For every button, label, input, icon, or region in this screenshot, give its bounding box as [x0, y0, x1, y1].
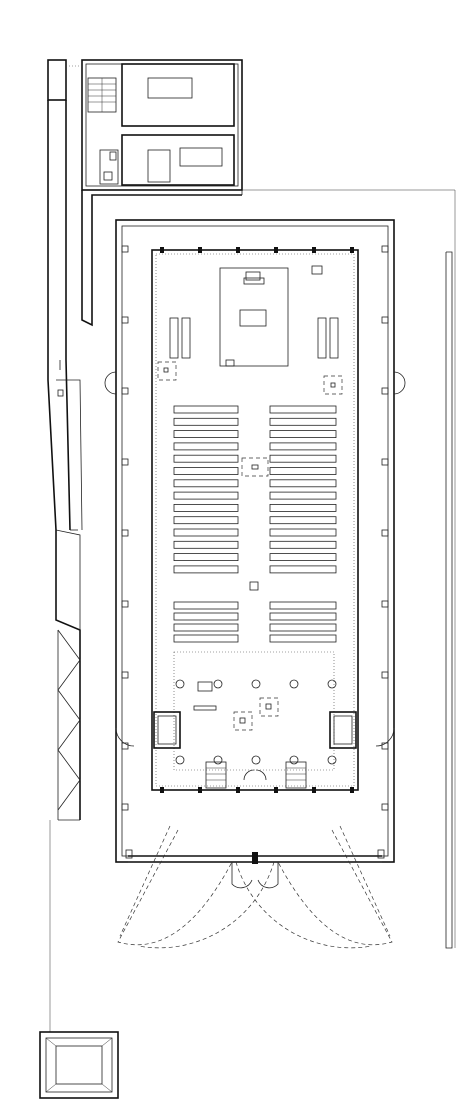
- annex-stair: [87, 77, 117, 113]
- column-upper: [327, 679, 337, 689]
- pew-right: [269, 540, 337, 549]
- pew-right: [269, 516, 337, 525]
- pew-left: [173, 417, 239, 426]
- column-lower: [213, 755, 223, 765]
- pilaster-left: [121, 458, 129, 466]
- pew-right: [269, 503, 337, 512]
- pilaster-right: [381, 387, 389, 395]
- aisle-fixtures: [241, 457, 269, 591]
- pew-left: [173, 491, 239, 500]
- annex-table-upper: [147, 77, 193, 99]
- pilaster-left: [121, 316, 129, 324]
- pilaster-right: [381, 671, 389, 679]
- altar-platform: [219, 267, 289, 367]
- pilaster-left: [121, 245, 129, 253]
- pew-left: [173, 442, 239, 451]
- pew-left: [173, 454, 239, 463]
- pew-rear-right: [269, 612, 337, 621]
- bottom-post: [160, 787, 164, 793]
- pilaster-left: [121, 600, 129, 608]
- pew-rear-left: [173, 623, 239, 632]
- column-upper: [175, 679, 185, 689]
- pew-right: [269, 491, 337, 500]
- pew-right: [269, 528, 337, 537]
- pew-left: [173, 540, 239, 549]
- pew-rear-left: [173, 601, 239, 610]
- pew-right: [269, 553, 337, 561]
- bottom-post: [312, 787, 316, 793]
- kiosk-tower: [39, 1031, 119, 1099]
- entrance-doors: [117, 825, 393, 949]
- top-post: [236, 247, 240, 253]
- pilaster-right: [381, 458, 389, 466]
- pew-right: [269, 467, 337, 475]
- site-boundary: [242, 189, 456, 949]
- annex-building: [47, 59, 243, 191]
- annex-table-lower: [179, 147, 223, 167]
- pilaster-left: [121, 529, 129, 537]
- pew-left: [173, 553, 239, 561]
- pew-left: [173, 405, 239, 414]
- column-upper: [213, 679, 223, 689]
- top-post: [350, 247, 354, 253]
- pilaster-right: [381, 803, 389, 811]
- pew-right: [269, 417, 337, 426]
- pew-right: [269, 565, 337, 574]
- top-post: [274, 247, 278, 253]
- column-lower: [289, 755, 299, 765]
- pew-right: [269, 479, 337, 488]
- pew-right: [269, 405, 337, 414]
- altar-table: [239, 309, 267, 327]
- bottom-post: [236, 787, 240, 793]
- narthex: [153, 651, 357, 789]
- top-post: [198, 247, 202, 253]
- pew-left: [173, 503, 239, 512]
- top-post: [312, 247, 316, 253]
- pew-rear-right: [269, 623, 337, 632]
- column-lower: [175, 755, 185, 765]
- column-lower: [251, 755, 261, 765]
- pilaster-left: [121, 387, 129, 395]
- pilaster-left: [121, 803, 129, 811]
- annex-washroom: [99, 149, 119, 185]
- pew-left: [173, 516, 239, 525]
- pilaster-right: [381, 245, 389, 253]
- top-post: [160, 247, 164, 253]
- pew-left: [173, 467, 239, 475]
- column-lower: [327, 755, 337, 765]
- column-upper: [289, 679, 299, 689]
- pilaster-right: [381, 600, 389, 608]
- pew-left: [173, 528, 239, 537]
- narthex-columns: [175, 679, 337, 765]
- bottom-post: [274, 787, 278, 793]
- pew-left: [173, 479, 239, 488]
- column-upper: [251, 679, 261, 689]
- pews: [173, 405, 337, 643]
- pew-right: [269, 454, 337, 463]
- nave-building: [104, 219, 406, 863]
- pilaster-right: [381, 742, 389, 750]
- pew-rear-left: [173, 612, 239, 621]
- bottom-post: [350, 787, 354, 793]
- pew-rear-right: [269, 601, 337, 610]
- pew-right: [269, 430, 337, 439]
- pew-left: [173, 430, 239, 439]
- pew-left: [173, 565, 239, 574]
- pilaster-left: [121, 742, 129, 750]
- pew-rear-left: [173, 634, 239, 643]
- pilaster-right: [381, 529, 389, 537]
- pilasters: [121, 245, 389, 811]
- pilaster-left: [121, 671, 129, 679]
- pew-rear-right: [269, 634, 337, 643]
- pilaster-right: [381, 316, 389, 324]
- altar-area: [157, 265, 343, 395]
- bottom-post: [198, 787, 202, 793]
- top-posts: [160, 247, 354, 793]
- entry-corridor: [47, 100, 243, 1032]
- front-facade: [128, 852, 382, 864]
- pew-right: [269, 442, 337, 451]
